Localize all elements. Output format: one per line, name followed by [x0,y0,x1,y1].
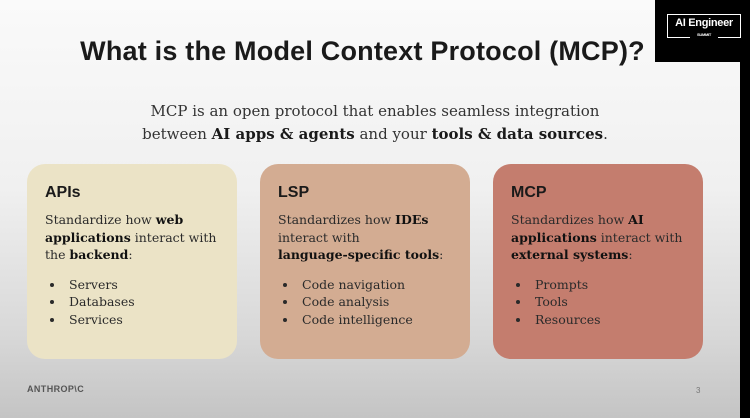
card-title: MCP [511,184,547,201]
list-item: Servers [65,276,219,294]
subtitle-bold: AI apps & agents [211,125,355,143]
list-item: Tools [531,293,685,311]
slide-title: What is the Model Context Protocol (MCP)… [80,36,645,66]
list-item: Code intelligence [298,311,452,329]
card-apis: APIs Standardize how web applications in… [27,164,237,359]
subtitle-text: and your [354,125,432,143]
event-subtitle: SUMMIT [690,32,718,38]
list-item: Services [65,311,219,329]
subtitle-bold: tools & data sources [431,125,604,143]
card-description: Standardize how web applications interac… [45,212,217,262]
page-number: 3 [696,386,701,395]
subtitle-text: . [603,125,608,143]
card-description: Standardizes how AI applications interac… [511,212,683,262]
list-item: Code navigation [298,276,452,294]
subtitle-text: between [142,125,212,143]
list-item: Resources [531,311,685,329]
list-item: Prompts [531,276,685,294]
card-title: LSP [278,184,310,201]
card-mcp: MCP Standardizes how AI applications int… [493,164,703,359]
card-list: Code navigation Code analysis Code intel… [278,276,452,329]
event-logo-overlay: AI Engineer SUMMIT [655,0,750,62]
card-description: Standardizes how IDEs interact with lang… [278,212,444,262]
anthropic-logo: ANTHROP\C [27,384,85,394]
card-lsp: LSP Standardizes how IDEs interact with … [260,164,470,359]
card-list: Prompts Tools Resources [511,276,685,329]
event-logo: AI Engineer SUMMIT [667,14,741,38]
list-item: Code analysis [298,293,452,311]
event-title: AI Engineer [675,17,733,29]
card-list: Servers Databases Services [45,276,219,329]
card-title: APIs [45,184,81,201]
subtitle-line-1: MCP is an open protocol that enables sea… [150,102,600,120]
list-item: Databases [65,293,219,311]
slide-subtitle: MCP is an open protocol that enables sea… [0,100,750,146]
